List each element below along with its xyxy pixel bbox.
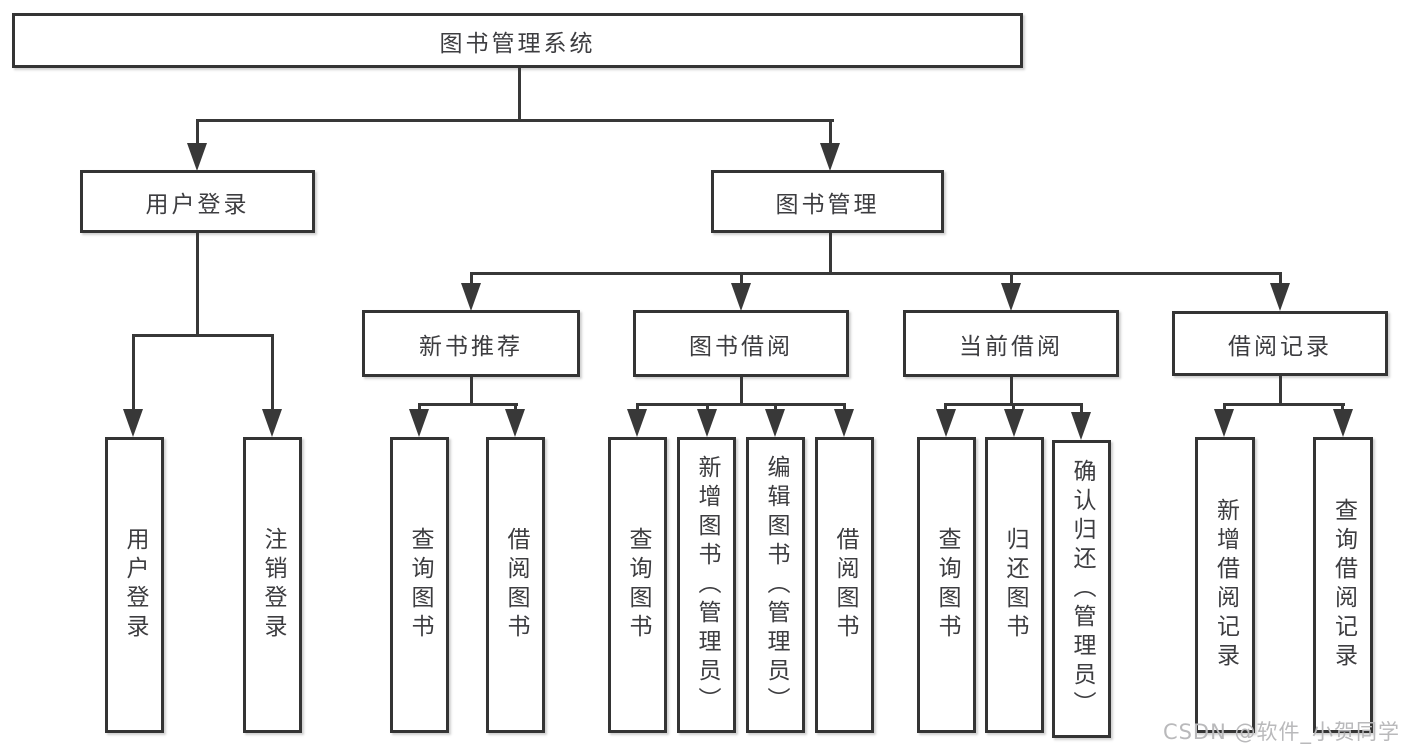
node-label: 新增借阅记录: [1212, 498, 1239, 672]
node-confirm-return-admin-leaf: 确认归还（管理员）: [1052, 440, 1111, 738]
node-label: 借阅记录: [1228, 333, 1332, 360]
connector-line: [1279, 376, 1282, 405]
connector-line: [829, 121, 832, 145]
connector-line: [271, 336, 274, 412]
arrow-down-icon: [409, 409, 429, 437]
connector-line: [829, 233, 832, 274]
node-label: 图书管理系统: [439, 30, 596, 57]
connector-line: [132, 336, 135, 412]
node-label: 归还图书: [1002, 527, 1028, 643]
node-label: 新书推荐: [419, 333, 523, 360]
arrow-down-icon: [627, 409, 647, 437]
connector-line: [470, 275, 473, 285]
arrow-down-icon: [505, 409, 525, 437]
node-book-borrowing: 图书借阅: [633, 310, 849, 377]
arrow-down-icon: [697, 409, 717, 437]
node-label: 确认归还（管理员）: [1069, 458, 1095, 720]
connector-line: [1010, 377, 1013, 405]
node-current-borrowing: 当前借阅: [903, 310, 1119, 377]
node-label: 查询图书: [934, 527, 960, 643]
connector-line: [944, 403, 1083, 406]
connector-line: [418, 403, 518, 406]
node-label: 当前借阅: [959, 333, 1063, 360]
node-label: 借阅图书: [503, 527, 529, 643]
arrow-down-icon: [1270, 283, 1290, 311]
connector-line: [518, 68, 521, 121]
node-query-borrow-record-leaf: 查询借阅记录: [1313, 437, 1373, 733]
node-user-login-leaf: 用户登录: [105, 437, 164, 733]
node-add-book-admin-leaf: 新增图书（管理员）: [677, 437, 736, 733]
node-label: 用户登录: [145, 191, 250, 218]
node-label: 新增图书（管理员）: [694, 454, 720, 716]
arrow-down-icon: [187, 143, 207, 171]
connector-line: [196, 119, 834, 122]
node-edit-book-admin-leaf: 编辑图书（管理员）: [746, 437, 805, 733]
node-return-books-leaf: 归还图书: [985, 437, 1044, 733]
arrow-down-icon: [1333, 409, 1353, 437]
arrow-down-icon: [262, 409, 282, 437]
connector-line: [1279, 275, 1282, 285]
node-borrow-books-leaf: 借阅图书: [815, 437, 874, 733]
node-query-books-leaf: 查询图书: [390, 437, 449, 733]
connector-line: [740, 275, 743, 285]
node-label: 用户登录: [122, 527, 148, 643]
node-label: 查询图书: [407, 527, 433, 643]
connector-line: [196, 121, 199, 145]
node-label: 查询图书: [625, 527, 651, 643]
connector-line: [1010, 275, 1013, 285]
node-label: 查询借阅记录: [1330, 498, 1357, 672]
arrow-down-icon: [123, 409, 143, 437]
node-borrowing-records: 借阅记录: [1172, 311, 1388, 376]
arrow-down-icon: [1004, 409, 1024, 437]
arrow-down-icon: [765, 409, 785, 437]
arrow-down-icon: [1001, 283, 1021, 311]
node-label: 图书借阅: [689, 333, 793, 360]
connector-line: [740, 377, 743, 405]
connector-line: [1223, 403, 1345, 406]
csdn-watermark: CSDN @软件_小贺同学: [1162, 720, 1400, 744]
node-label: 借阅图书: [832, 527, 858, 643]
arrow-down-icon: [820, 143, 840, 171]
node-borrow-books-leaf: 借阅图书: [486, 437, 545, 733]
connector-line: [470, 377, 473, 405]
node-add-borrow-record-leaf: 新增借阅记录: [1195, 437, 1255, 733]
connector-line: [132, 334, 274, 337]
node-query-books-leaf: 查询图书: [917, 437, 976, 733]
arrow-down-icon: [1071, 412, 1091, 440]
node-label: 编辑图书（管理员）: [763, 454, 789, 716]
node-label: 注销登录: [260, 527, 286, 643]
connector-line: [470, 272, 1282, 275]
arrow-down-icon: [936, 409, 956, 437]
arrow-down-icon: [461, 283, 481, 311]
arrow-down-icon: [1214, 409, 1234, 437]
connector-line: [1080, 406, 1083, 412]
node-new-book-recommendation: 新书推荐: [362, 310, 580, 377]
node-library-management-system: 图书管理系统: [12, 13, 1023, 68]
connector-line: [196, 233, 199, 336]
arrow-down-icon: [731, 283, 751, 311]
node-query-books-leaf: 查询图书: [608, 437, 667, 733]
arrow-down-icon: [834, 409, 854, 437]
node-book-management: 图书管理: [711, 170, 944, 233]
connector-line: [636, 403, 846, 406]
node-user-login: 用户登录: [80, 170, 315, 233]
node-label: 图书管理: [775, 191, 880, 218]
node-logout-leaf: 注销登录: [243, 437, 302, 733]
